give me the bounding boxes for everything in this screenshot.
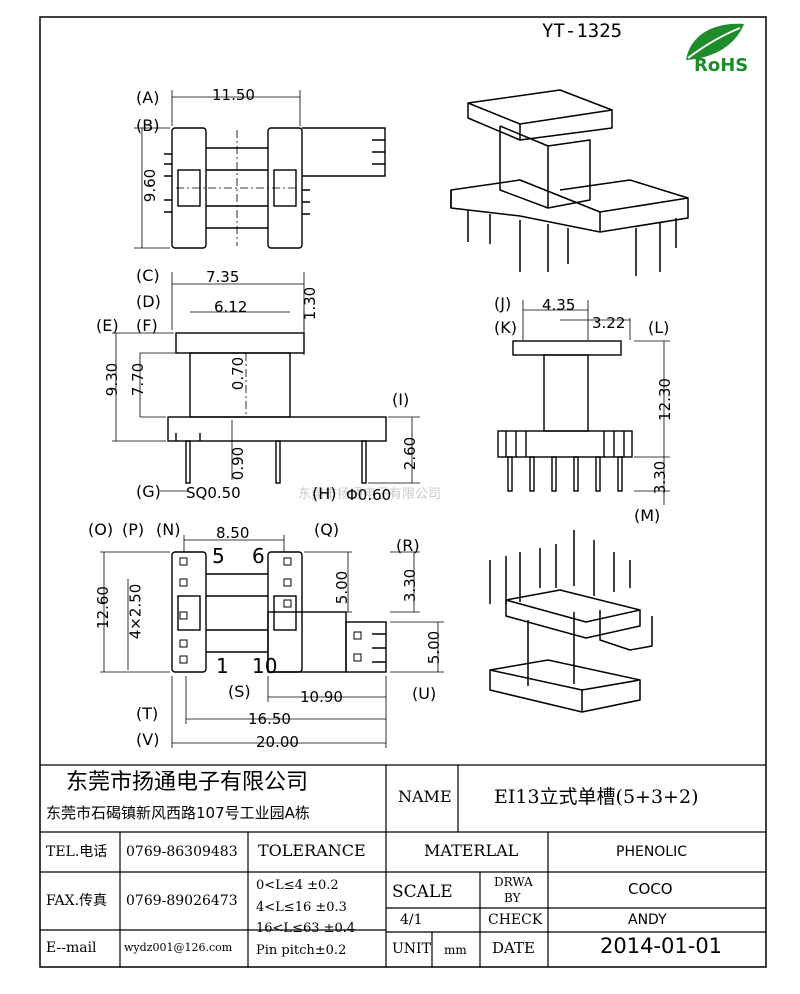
tolerance-row-2: 4<L≤16 ±0.3 — [256, 900, 347, 915]
unit-label: UNIT — [392, 941, 431, 957]
side-view — [497, 340, 633, 492]
tag-n: (N) — [156, 520, 181, 539]
dim-k: SQ0.50 — [186, 484, 241, 502]
tag-v: (V) — [136, 730, 160, 749]
watermark: 东莞市扬通电子有限公司 — [298, 487, 442, 502]
tag-g: (G) — [136, 482, 161, 501]
top-view-dims — [134, 90, 301, 249]
scale-label: SCALE — [392, 882, 453, 902]
tag-e: (E) — [96, 316, 119, 335]
tag-h: (H) — [312, 484, 337, 503]
rohs-logo-text: RoHS — [694, 55, 749, 76]
pin-label-6: 6 — [252, 544, 265, 568]
tag-k: (K) — [494, 318, 517, 337]
dim-q: 8.50 — [216, 524, 250, 542]
drawn-by-label-1: DRWA — [494, 875, 533, 889]
tag-p: (P) — [122, 520, 145, 539]
material-value: PHENOLIC — [616, 844, 688, 860]
dim-w: 10.90 — [300, 688, 343, 706]
isometric-view-top — [450, 89, 689, 276]
tag-r: (R) — [396, 536, 420, 555]
dim-x: 16.50 — [248, 710, 291, 728]
dim-l: Φ0.60 — [346, 486, 392, 504]
date-label: DATE — [492, 939, 535, 957]
tag-l: (L) — [648, 318, 670, 337]
check-value: ANDY — [628, 912, 667, 928]
front-view-dims — [112, 272, 420, 492]
check-label: CHECK — [488, 912, 543, 928]
side-view-dims — [522, 300, 670, 505]
bottom-view — [171, 551, 387, 673]
tag-b: (B) — [136, 116, 160, 135]
drawn-by-value: COCO — [628, 880, 673, 898]
tag-o: (O) — [88, 520, 114, 539]
email-value: wydz001@126.com — [124, 941, 233, 954]
company-name: 东莞市扬通电子有限公司 — [66, 770, 309, 795]
tag-s: (S) — [228, 682, 251, 701]
top-view — [164, 127, 386, 249]
tag-t: (T) — [136, 704, 159, 723]
dim-m: 4.35 — [542, 296, 576, 314]
pin-label-10: 10 — [252, 654, 278, 678]
company-address: 东莞市石碣镇新风西路107号工业园A栋 — [46, 804, 310, 822]
tolerance-label: TOLERANCE — [258, 841, 366, 860]
tag-j: (J) — [494, 294, 512, 313]
scale-value: 4/1 — [400, 912, 423, 928]
name-value: EI13立式单槽(5+3+2) — [494, 786, 699, 808]
pin-label-5: 5 — [212, 544, 225, 568]
name-label: NAME — [398, 787, 452, 806]
fax-label: FAX.传真 — [46, 893, 108, 909]
sheet-border — [39, 16, 767, 968]
unit-value: mm — [444, 943, 467, 957]
bottom-view-dims — [100, 535, 444, 748]
tag-f: (F) — [136, 316, 158, 335]
fax-value: 0769-89026473 — [126, 893, 238, 909]
isometric-view-bottom — [489, 530, 653, 713]
tag-c: (C) — [136, 266, 160, 285]
material-label: MATERLAL — [424, 841, 519, 860]
tag-q: (Q) — [314, 520, 340, 539]
pin-label-1: 1 — [216, 654, 229, 678]
dim-y: 20.00 — [256, 733, 299, 751]
tolerance-row-3: 16<L≤63 ±0.4 — [256, 921, 356, 936]
tel-label: TEL.电话 — [46, 844, 108, 860]
bottom-view-pins — [179, 557, 362, 664]
email-label: E--mail — [46, 940, 97, 956]
tolerance-row-1: 0<L≤4 ±0.2 — [256, 878, 339, 893]
tel-value: 0769-86309483 — [126, 844, 238, 860]
dim-c: 7.35 — [206, 268, 240, 286]
tag-u: (U) — [412, 684, 437, 703]
dim-n: 3.22 — [592, 314, 626, 332]
rohs-leaf-icon — [686, 23, 744, 60]
tag-m: (M) — [634, 506, 661, 525]
tag-d: (D) — [136, 292, 161, 311]
tag-i: (I) — [392, 390, 410, 409]
drawn-by-label-2: BY — [504, 891, 521, 905]
part-number: YT-1325 — [542, 20, 623, 42]
dim-d: 6.12 — [214, 298, 248, 316]
dim-a: 11.50 — [212, 86, 255, 104]
date-value: 2014-01-01 — [600, 934, 723, 958]
tag-a: (A) — [136, 88, 160, 107]
tolerance-row-4: Pin pitch±0.2 — [256, 943, 347, 958]
